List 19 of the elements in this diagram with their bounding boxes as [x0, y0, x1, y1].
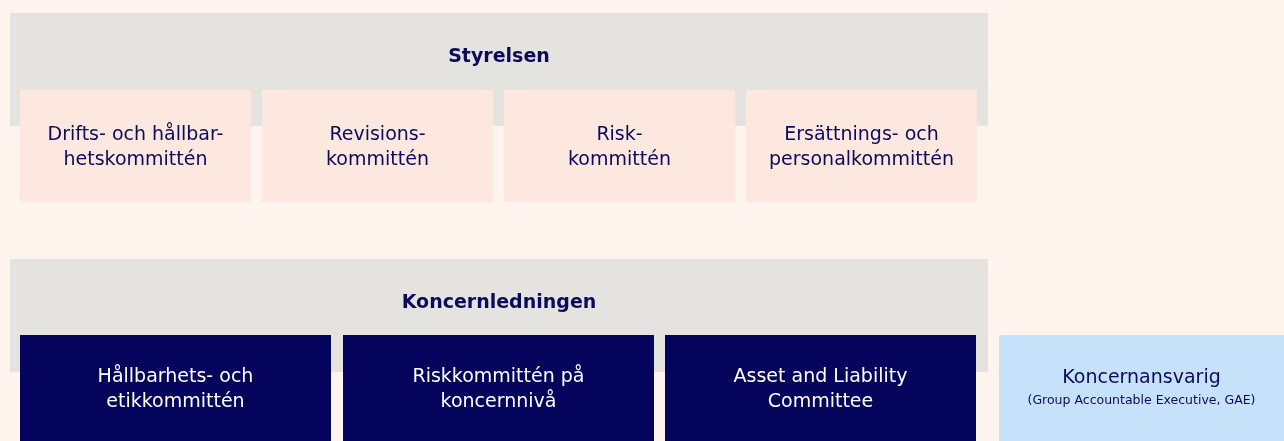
committee-box	[20, 90, 251, 202]
box-label: Revisions-kommittén	[325, 121, 430, 171]
box-label: Asset and Liability Committee	[732, 363, 909, 413]
committee-box	[665, 335, 976, 441]
committee-box	[343, 335, 654, 441]
box-label: Risk-kommittén	[567, 121, 672, 171]
box-label: Hållbarhets- och etikkommittén	[96, 363, 255, 413]
box-label: Ersättnings- och personalkommittén	[768, 121, 955, 171]
executive-box	[999, 335, 1284, 441]
committee-box	[504, 90, 735, 202]
box-label: Drifts- och hållbar-hetskommittén	[46, 121, 225, 171]
box-subtitle: (Group Accountable Executive, GAE)	[1027, 391, 1256, 410]
box-label: Koncernansvarig	[1062, 363, 1221, 389]
committee-box	[20, 335, 331, 441]
committee-box	[262, 90, 493, 202]
band-title: Styrelsen	[448, 43, 550, 68]
committee-box	[746, 90, 977, 202]
box-label: Riskkommittén på koncernnivå	[411, 363, 586, 413]
band-title: Koncernledningen	[401, 289, 597, 314]
